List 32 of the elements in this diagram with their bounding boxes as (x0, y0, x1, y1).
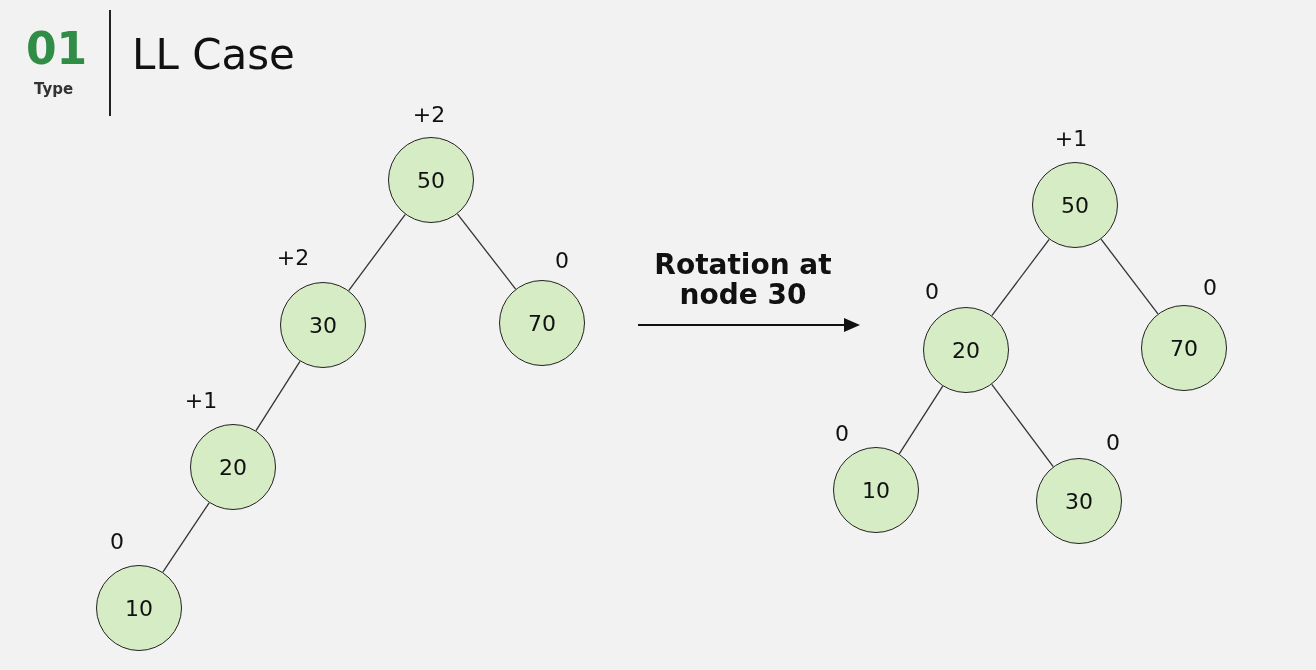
node-value: 70 (1170, 335, 1198, 361)
node-value: 70 (528, 310, 556, 336)
balance-factor: +2 (412, 103, 446, 127)
node-value: 30 (1065, 488, 1093, 514)
node-value: 50 (417, 167, 445, 193)
heading: LL Case (132, 30, 295, 80)
node-value: 10 (125, 595, 153, 621)
balance-factor: 0 (835, 422, 849, 446)
node-value: 30 (309, 312, 337, 338)
balance-factor: 0 (110, 530, 124, 554)
tree-edge (991, 238, 1050, 317)
tree-edge (255, 360, 301, 432)
balance-factor: +2 (276, 246, 310, 270)
balance-factor: 0 (1106, 431, 1120, 455)
rotation-label: Rotation at node 30 (653, 250, 833, 310)
tree-edge (456, 213, 517, 290)
node-value: 20 (219, 454, 247, 480)
balance-factor: 0 (1203, 276, 1217, 300)
balance-factor: 0 (925, 280, 939, 304)
tree-edge (898, 385, 944, 455)
balance-factor: 0 (555, 249, 569, 273)
node-value: 50 (1061, 192, 1089, 218)
tree-edge (162, 502, 210, 573)
tree-edge (348, 213, 406, 292)
section-type-label: Type (34, 80, 74, 98)
node-value: 20 (952, 337, 980, 363)
balance-factor: +1 (1054, 127, 1088, 151)
balance-factor: +1 (184, 389, 218, 413)
tree-edge (1100, 238, 1159, 315)
tree-edge (991, 383, 1054, 468)
node-value: 10 (862, 477, 890, 503)
section-number: 01 (26, 24, 88, 74)
